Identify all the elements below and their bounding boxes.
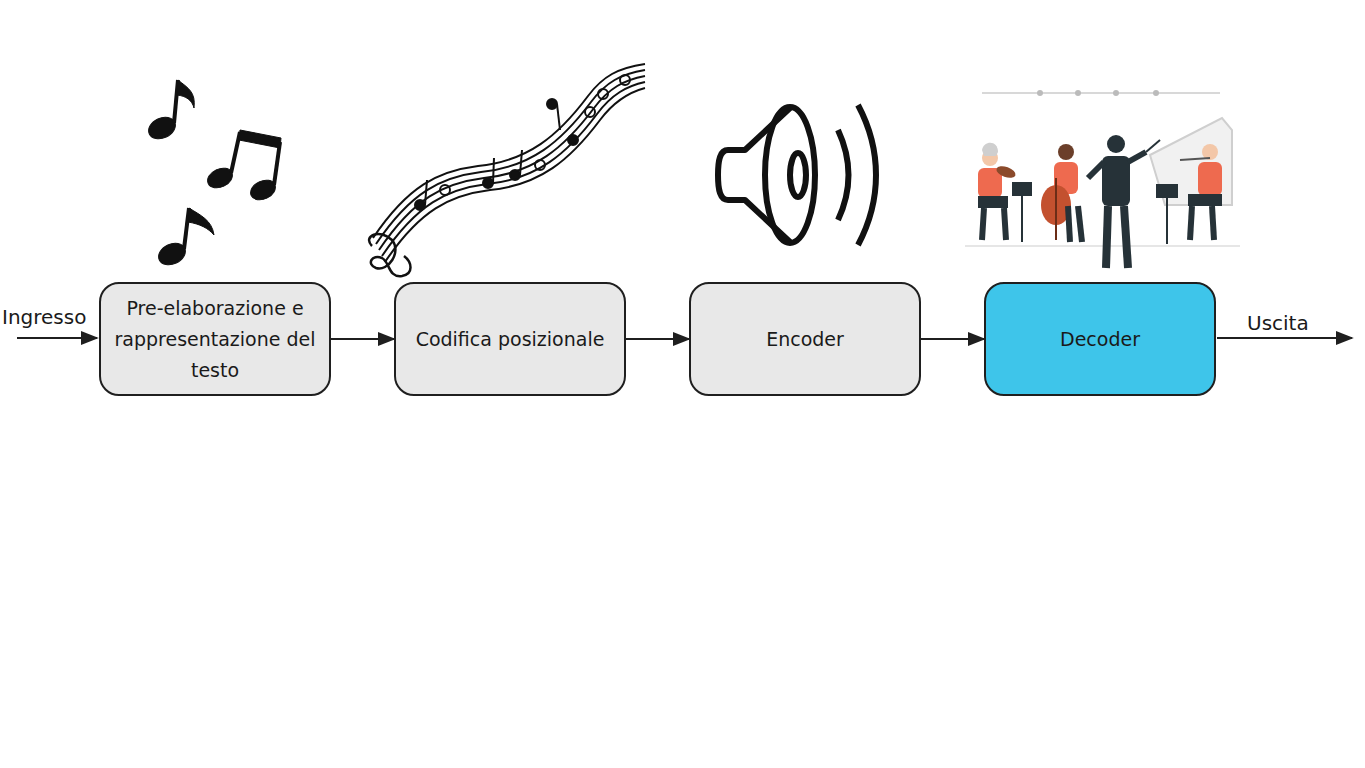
speaker-icon bbox=[718, 105, 876, 245]
input-arrow bbox=[17, 337, 97, 339]
process-box: Encoder bbox=[689, 282, 921, 396]
music-staff-icon-part bbox=[376, 70, 645, 244]
music-staff-icon-part bbox=[557, 104, 560, 130]
process-box: Pre-elaborazione e rappresentazione del … bbox=[99, 282, 331, 396]
orchestra-illustration-part bbox=[1188, 194, 1222, 206]
box-label: Encoder bbox=[766, 324, 844, 355]
orchestra-illustration-part bbox=[1198, 162, 1222, 196]
orchestra-illustration-part bbox=[1021, 196, 1023, 242]
orchestra-illustration-part bbox=[1153, 90, 1159, 96]
orchestra-illustration-part bbox=[1156, 184, 1178, 198]
music-staff-icon-part bbox=[483, 178, 493, 188]
music-staff-icon-part bbox=[585, 107, 595, 117]
orchestra-illustration-part bbox=[995, 164, 1017, 180]
speaker-icon-part bbox=[765, 107, 815, 243]
music-staff-icon-part bbox=[510, 170, 520, 180]
process-box: Decoder bbox=[984, 282, 1216, 396]
orchestra-illustration-part bbox=[1190, 206, 1192, 240]
music-notes-icon-part bbox=[231, 132, 240, 173]
music-staff-icon-part bbox=[547, 99, 557, 109]
speaker-icon-part bbox=[858, 105, 876, 245]
music-staff-icon-part bbox=[373, 64, 645, 238]
music-staff-icon-part bbox=[440, 185, 450, 195]
music-staff-icon-part bbox=[535, 160, 545, 170]
orchestra-illustration-part bbox=[1180, 158, 1210, 160]
orchestra-illustration-part bbox=[1058, 144, 1074, 160]
orchestra-illustration-part bbox=[982, 208, 984, 240]
orchestra-illustration-part bbox=[1166, 198, 1168, 244]
orchestra-illustration-part bbox=[1037, 90, 1043, 96]
music-notes-icon-part bbox=[274, 142, 280, 185]
music-staff-icon bbox=[369, 64, 645, 276]
orchestra-illustration-part bbox=[978, 196, 1008, 208]
orchestra-illustration-part bbox=[1055, 178, 1057, 240]
flow-arrow bbox=[331, 338, 394, 340]
orchestra-illustration-part bbox=[1078, 206, 1082, 242]
music-staff-icon-part bbox=[379, 76, 645, 250]
output-arrow bbox=[1217, 337, 1352, 339]
music-notes-icon-part bbox=[239, 130, 281, 148]
orchestra-illustration-part bbox=[1088, 162, 1104, 178]
orchestra-illustration-part bbox=[1146, 140, 1160, 152]
orchestra-illustration-part bbox=[1106, 206, 1108, 268]
orchestra-illustration bbox=[965, 90, 1240, 268]
music-staff-icon-part bbox=[385, 88, 645, 262]
orchestra-illustration-part bbox=[1075, 90, 1081, 96]
orchestra-illustration-part bbox=[1012, 182, 1032, 196]
io-label: Ingresso bbox=[2, 305, 86, 329]
io-label: Uscita bbox=[1247, 311, 1309, 335]
music-staff-icon-part bbox=[568, 135, 578, 145]
music-notes-icon-part bbox=[177, 80, 194, 108]
music-staff-icon-part bbox=[493, 158, 494, 183]
music-notes-icon bbox=[145, 80, 281, 269]
music-staff-icon-part bbox=[382, 82, 645, 256]
orchestra-illustration-part bbox=[1150, 118, 1232, 205]
box-label: Decoder bbox=[1060, 324, 1140, 355]
speaker-icon-part bbox=[838, 130, 849, 220]
box-label: Pre-elaborazione e rappresentazione del … bbox=[105, 293, 325, 386]
orchestra-illustration-part bbox=[1004, 208, 1006, 240]
music-staff-icon-part bbox=[598, 89, 608, 99]
flow-arrow bbox=[921, 338, 984, 340]
orchestra-illustration-part bbox=[982, 143, 998, 156]
orchestra-illustration-part bbox=[1068, 206, 1070, 242]
box-label: Codifica posizionale bbox=[416, 324, 605, 355]
orchestra-illustration-part bbox=[982, 92, 1220, 94]
music-staff-icon-part bbox=[520, 150, 522, 175]
orchestra-illustration-part bbox=[1102, 156, 1130, 206]
music-staff-icon-part bbox=[415, 200, 425, 210]
music-staff-icon-part bbox=[425, 180, 427, 205]
orchestra-illustration-part bbox=[1128, 152, 1146, 162]
orchestra-illustration-part bbox=[1212, 206, 1214, 240]
orchestra-illustration-part bbox=[1124, 206, 1128, 268]
music-staff-icon-part bbox=[620, 75, 630, 85]
orchestra-illustration-part bbox=[965, 245, 1240, 247]
music-notes-icon-part bbox=[188, 208, 214, 235]
music-staff-icon-part bbox=[369, 234, 410, 276]
process-box: Codifica posizionale bbox=[394, 282, 626, 396]
flow-arrow bbox=[626, 338, 689, 340]
speaker-icon-part bbox=[790, 153, 806, 197]
orchestra-illustration-part bbox=[1107, 135, 1125, 153]
speaker-icon-part bbox=[718, 108, 790, 242]
orchestra-illustration-part bbox=[1113, 90, 1119, 96]
